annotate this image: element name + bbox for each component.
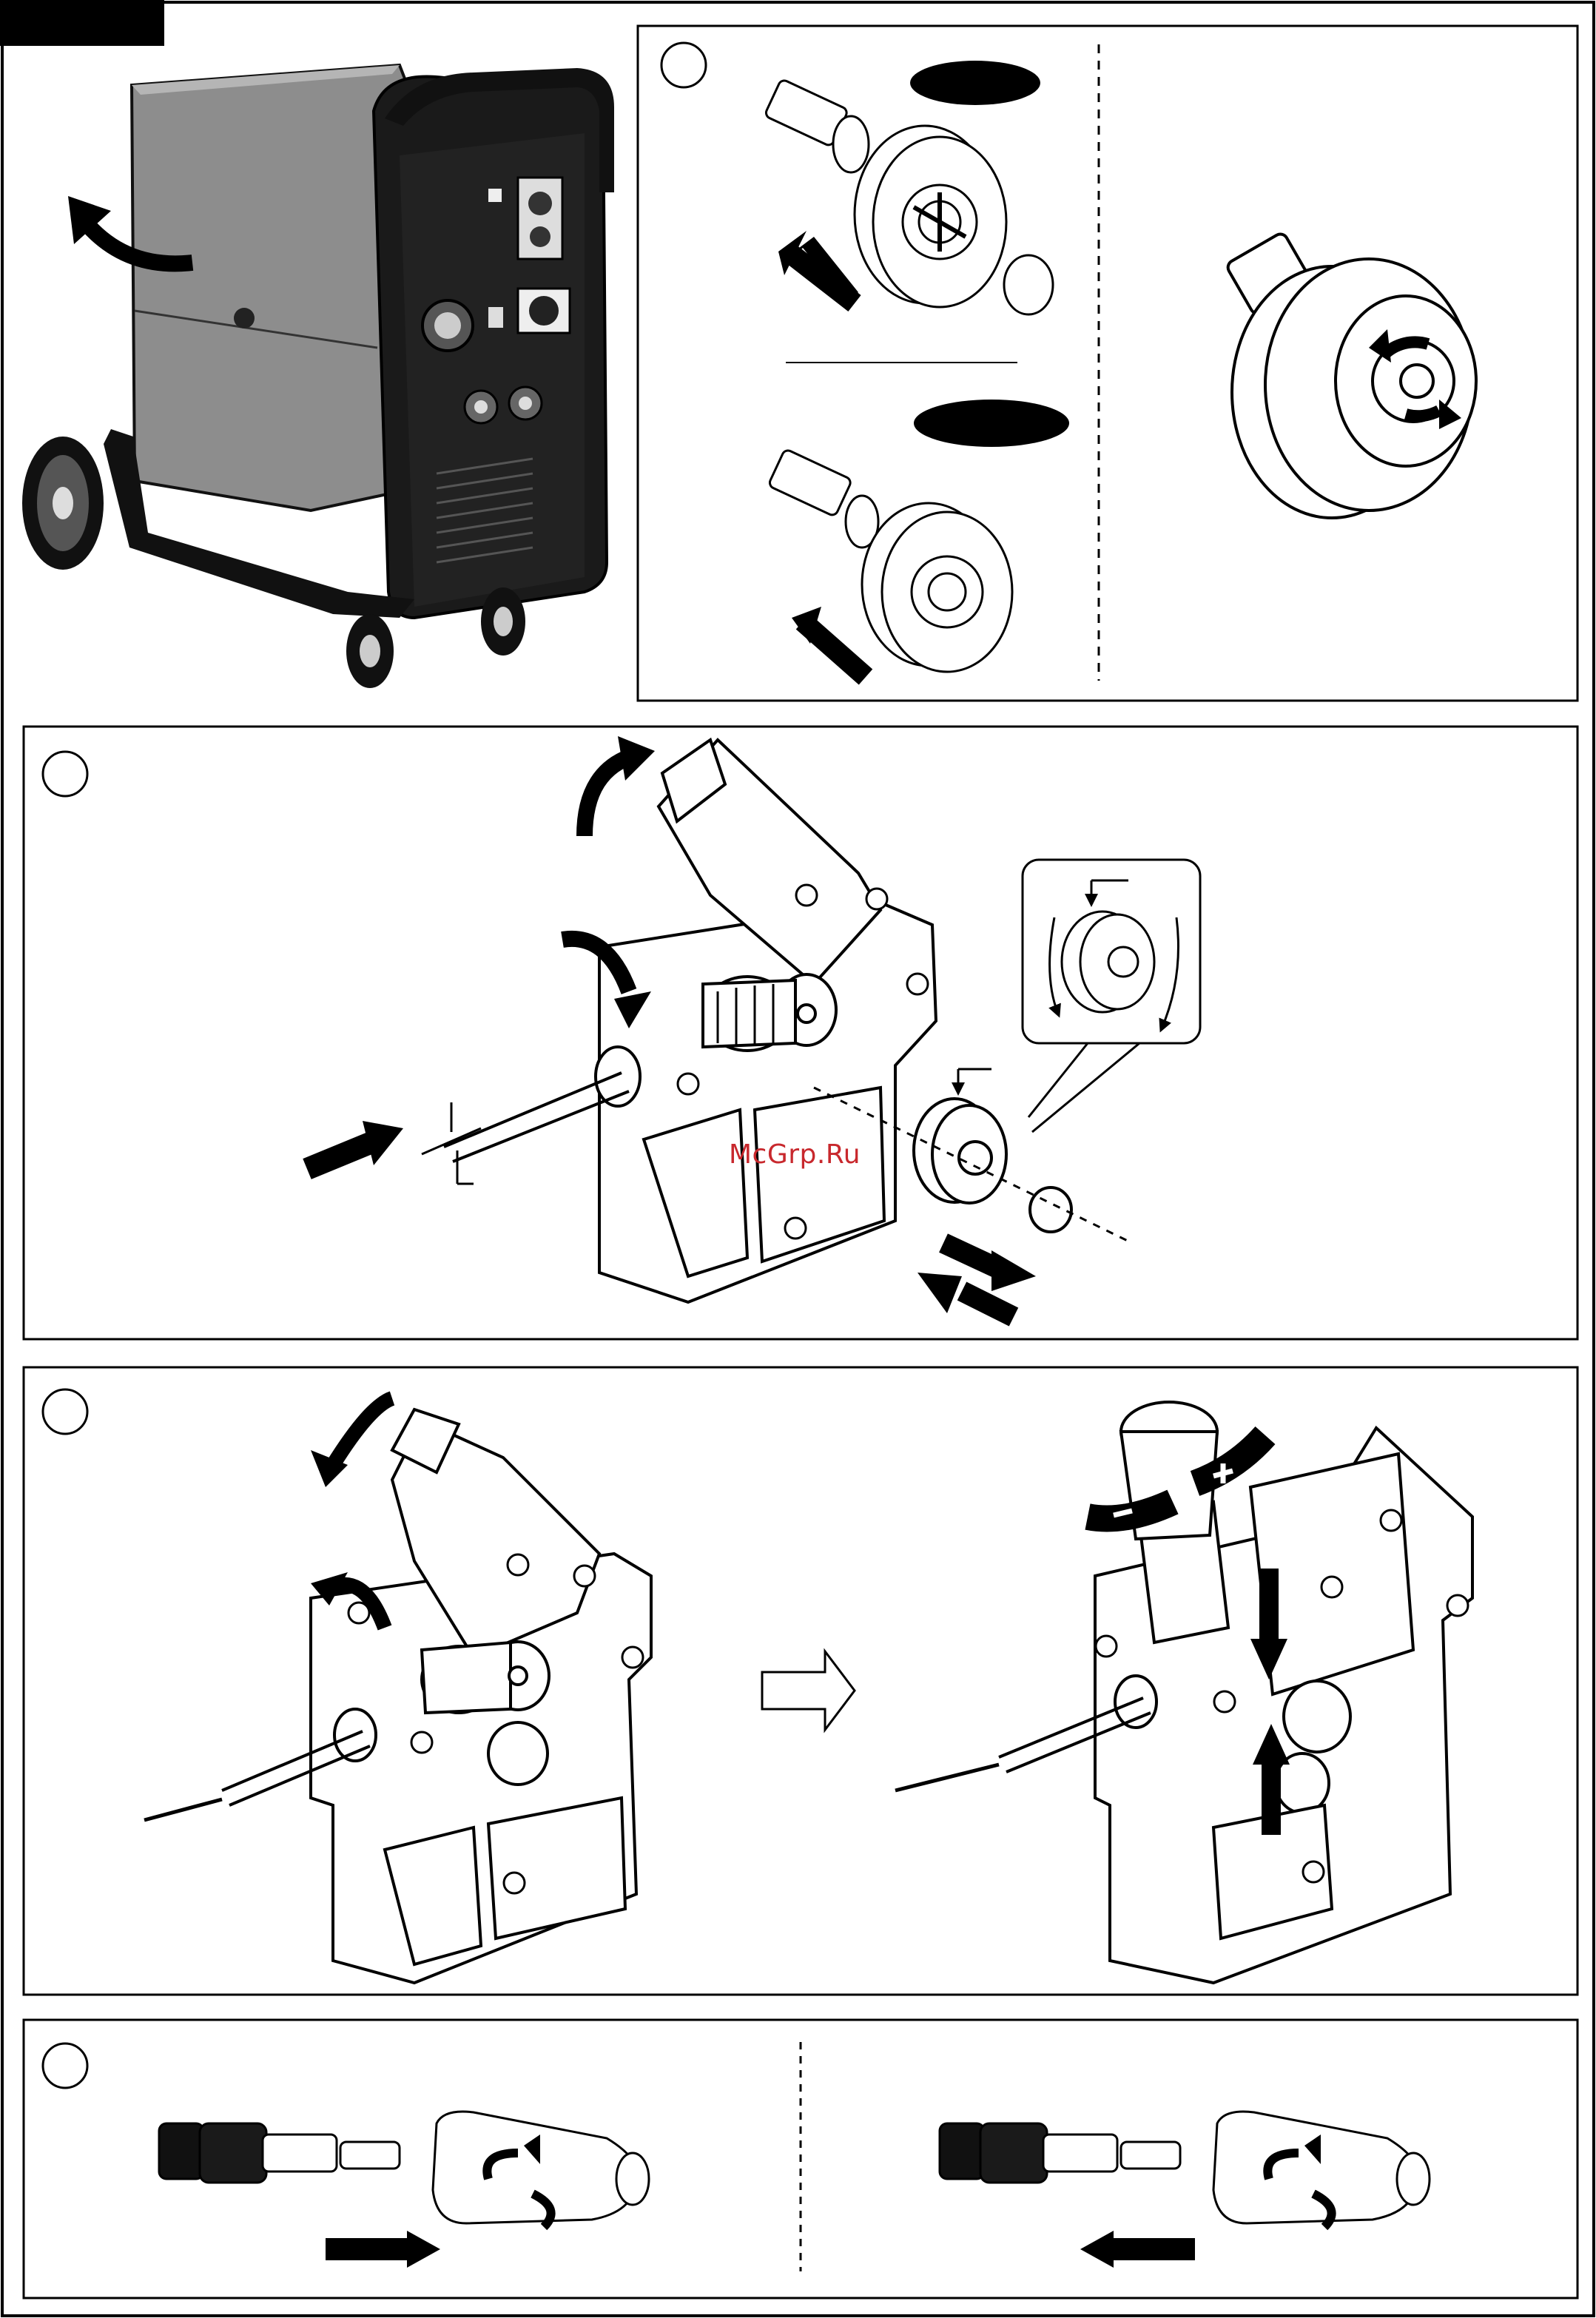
curved-arrow-icon (333, 1398, 392, 1465)
straight-arrow-icon (803, 621, 866, 677)
panel-wire-threading (24, 1367, 1578, 1995)
step-circle (661, 43, 706, 87)
panel-feed-roller (24, 727, 1578, 1339)
step-circle (43, 2044, 87, 2088)
straight-arrow-icon (962, 1291, 1014, 1317)
hollow-arrow-icon (762, 1651, 855, 1730)
label-oval (910, 61, 1040, 105)
curved-arrow-icon (1406, 411, 1439, 416)
watermark: McGrp.Ru (729, 1139, 861, 1170)
panel-torch-tip (24, 2020, 1578, 2298)
step-circle (43, 1389, 87, 1434)
straight-arrow-icon (307, 1143, 370, 1169)
corner-tab (0, 0, 164, 46)
label-oval (914, 400, 1069, 447)
step-circle (43, 752, 87, 796)
welding-machine-illustration (22, 65, 614, 688)
panel-spool-mount (638, 26, 1578, 701)
straight-arrow-icon (943, 1243, 999, 1269)
